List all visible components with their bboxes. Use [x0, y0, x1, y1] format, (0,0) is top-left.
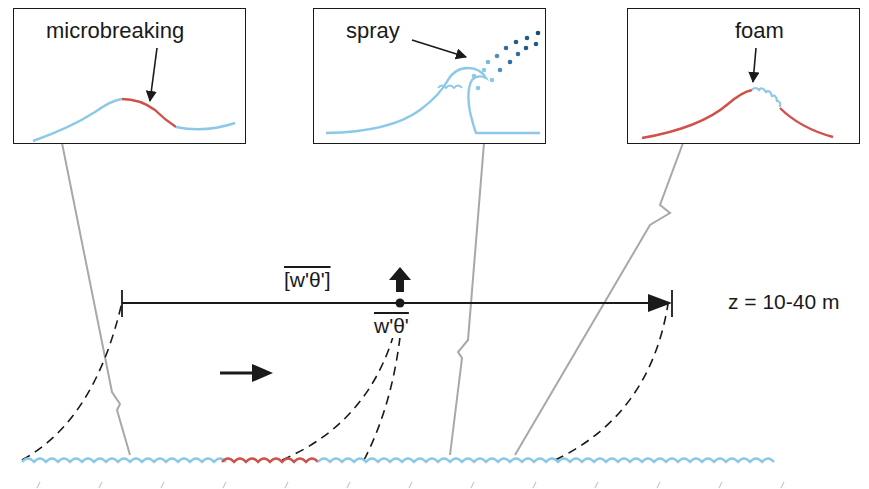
wind-arrow-part — [252, 364, 273, 382]
spray-droplets — [472, 31, 541, 91]
spray-droplets-part — [498, 68, 503, 73]
spray-droplets-part — [490, 78, 495, 83]
spray-droplets-part — [486, 60, 491, 65]
spray-droplets-part — [495, 54, 500, 59]
foam-wave-part — [752, 88, 780, 107]
averaging-line-part — [122, 302, 650, 304]
plume-curves — [22, 302, 668, 460]
averaging-line — [122, 267, 672, 317]
spray-droplets-part — [525, 36, 530, 41]
surface-ticks-part — [37, 482, 40, 488]
surface-ticks — [37, 482, 784, 488]
spray-droplets-part — [534, 42, 539, 47]
wind-arrow — [220, 364, 273, 382]
inset-box: microbreaking — [13, 8, 246, 144]
plume-curves-part — [364, 318, 402, 460]
spray-wave — [326, 40, 540, 133]
surface-ticks-part — [285, 482, 288, 488]
spray-wave-part — [326, 68, 540, 133]
foam-wave-part — [753, 48, 756, 82]
spray-droplets-part — [476, 86, 481, 91]
averaging-line-part — [671, 290, 673, 317]
averaging-line-part — [121, 290, 123, 317]
foam-wave-part — [780, 108, 833, 137]
inset-label: foam — [733, 19, 786, 43]
leader-lines-part — [62, 143, 130, 455]
sea-surface-part — [222, 459, 318, 463]
surface-ticks-part — [781, 482, 784, 488]
microbreaking-wave-part — [33, 99, 122, 141]
spray-droplets-part — [524, 46, 529, 51]
spray-droplets-part — [536, 31, 541, 36]
surface-ticks-part — [657, 482, 660, 488]
inset-label: spray — [344, 19, 402, 43]
inset-box: spray — [313, 8, 546, 144]
plume-curves-part — [555, 304, 668, 460]
surface-ticks-part — [223, 482, 226, 488]
plume-curves-part — [22, 302, 122, 460]
spray-wave-part — [412, 40, 466, 57]
surface-ticks-part — [471, 482, 474, 488]
spray-wave-part — [438, 86, 462, 89]
spray-droplets-part — [514, 40, 519, 45]
height-label: z = 10-40 m — [726, 290, 841, 314]
microbreaking-wave-part — [150, 48, 157, 101]
leader-lines-part — [515, 143, 683, 455]
averaging-line-part — [648, 294, 672, 312]
wind-arrow-part — [220, 372, 255, 375]
plume-curves-part — [282, 318, 398, 460]
local-flux-label: w'θ' — [372, 314, 411, 338]
leader-lines-part — [450, 143, 484, 455]
surface-ticks-part — [99, 482, 102, 488]
surface-ticks-part — [409, 482, 412, 488]
spray-droplets-part — [508, 60, 513, 65]
sea-surface-part — [22, 459, 226, 463]
foam-wave-part — [642, 90, 752, 138]
inset-label: microbreaking — [44, 19, 186, 43]
surface-ticks-part — [719, 482, 722, 488]
surface-ticks-part — [595, 482, 598, 488]
average-flux-label: [w'θ'] — [282, 268, 333, 292]
leader-lines — [62, 143, 683, 455]
sea-surface — [22, 459, 774, 463]
surface-ticks-part — [533, 482, 536, 488]
averaging-line-part — [396, 299, 405, 308]
spray-droplets-part — [472, 74, 477, 79]
surface-ticks-part — [161, 482, 164, 488]
spray-droplets-part — [504, 46, 509, 51]
microbreaking-wave-part — [122, 99, 176, 127]
inset-box: foam — [627, 8, 860, 144]
spray-droplets-part — [516, 52, 521, 57]
microbreaking-wave-part — [176, 123, 235, 129]
spray-droplets-part — [482, 68, 487, 73]
surface-ticks-part — [347, 482, 350, 488]
foam-wave — [642, 48, 833, 138]
sea-surface-part — [318, 459, 774, 463]
averaging-line-part — [389, 267, 411, 292]
microbreaking-wave — [33, 48, 235, 141]
